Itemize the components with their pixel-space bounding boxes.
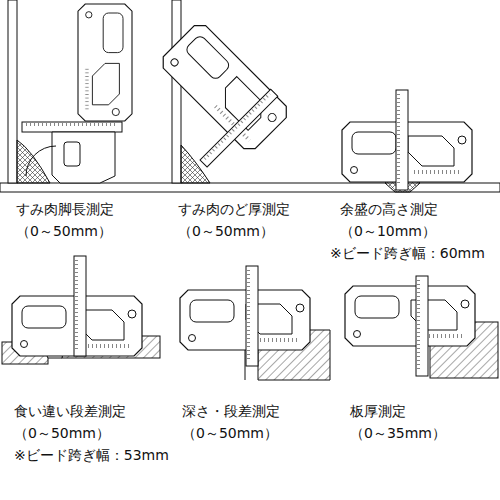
drawing-use <box>416 276 428 376</box>
drawing-g <box>158 20 292 154</box>
drawing-use <box>74 256 86 356</box>
caption-text: すみ肉のど厚測定 <box>178 200 290 218</box>
caption-text: 余盛の高さ測定 <box>340 200 438 218</box>
drawing-path <box>26 146 56 176</box>
range-text: （0～50mm） <box>14 424 110 442</box>
fillet-throat-figure <box>158 0 292 183</box>
drawing-g <box>246 266 258 366</box>
drawing-use <box>345 286 475 346</box>
drawing-g <box>78 4 132 121</box>
reinforcement-figure <box>342 90 472 192</box>
drawing-use <box>180 290 310 350</box>
drawing-use <box>158 20 292 154</box>
drawing-g <box>396 90 408 190</box>
caption-text: 深さ・段差測定 <box>182 402 280 420</box>
range-text: （0～50mm） <box>182 424 278 442</box>
drawing-use <box>246 266 258 366</box>
drawing-path <box>52 132 115 183</box>
range-text: （0～50mm） <box>178 222 274 240</box>
drawing-use <box>396 90 408 190</box>
range-text: （0～50mm） <box>16 222 112 240</box>
caption-text: 板厚測定 <box>350 402 406 420</box>
drawing-g <box>22 122 122 132</box>
depth-figure <box>180 266 330 380</box>
drawing-g <box>416 276 428 376</box>
drawing-g <box>345 286 475 346</box>
drawing-g <box>180 290 310 350</box>
note-text: ※ビード跨ぎ幅：53mm <box>14 446 169 464</box>
plate-thickness-figure <box>345 276 498 378</box>
drawing-path <box>17 140 50 183</box>
note-text: ※ビード跨ぎ幅：60mm <box>330 244 485 262</box>
drawing-rect <box>172 0 181 183</box>
drawing-use <box>200 89 278 167</box>
fillet-leg-figure <box>8 0 132 183</box>
drawing-use <box>22 122 122 132</box>
drawing-g <box>74 256 86 356</box>
caption-text: すみ肉脚長測定 <box>16 200 114 218</box>
base-plate <box>0 183 500 192</box>
misalignment-figure <box>2 256 160 364</box>
range-text: （0～10mm） <box>340 222 436 240</box>
drawing-use <box>78 4 132 121</box>
drawing-g <box>200 89 278 167</box>
drawing-rect <box>8 0 17 183</box>
caption-text: 食い違い段差測定 <box>14 402 126 420</box>
range-text: （0～35mm） <box>350 424 446 442</box>
drawing-rect <box>64 142 80 166</box>
